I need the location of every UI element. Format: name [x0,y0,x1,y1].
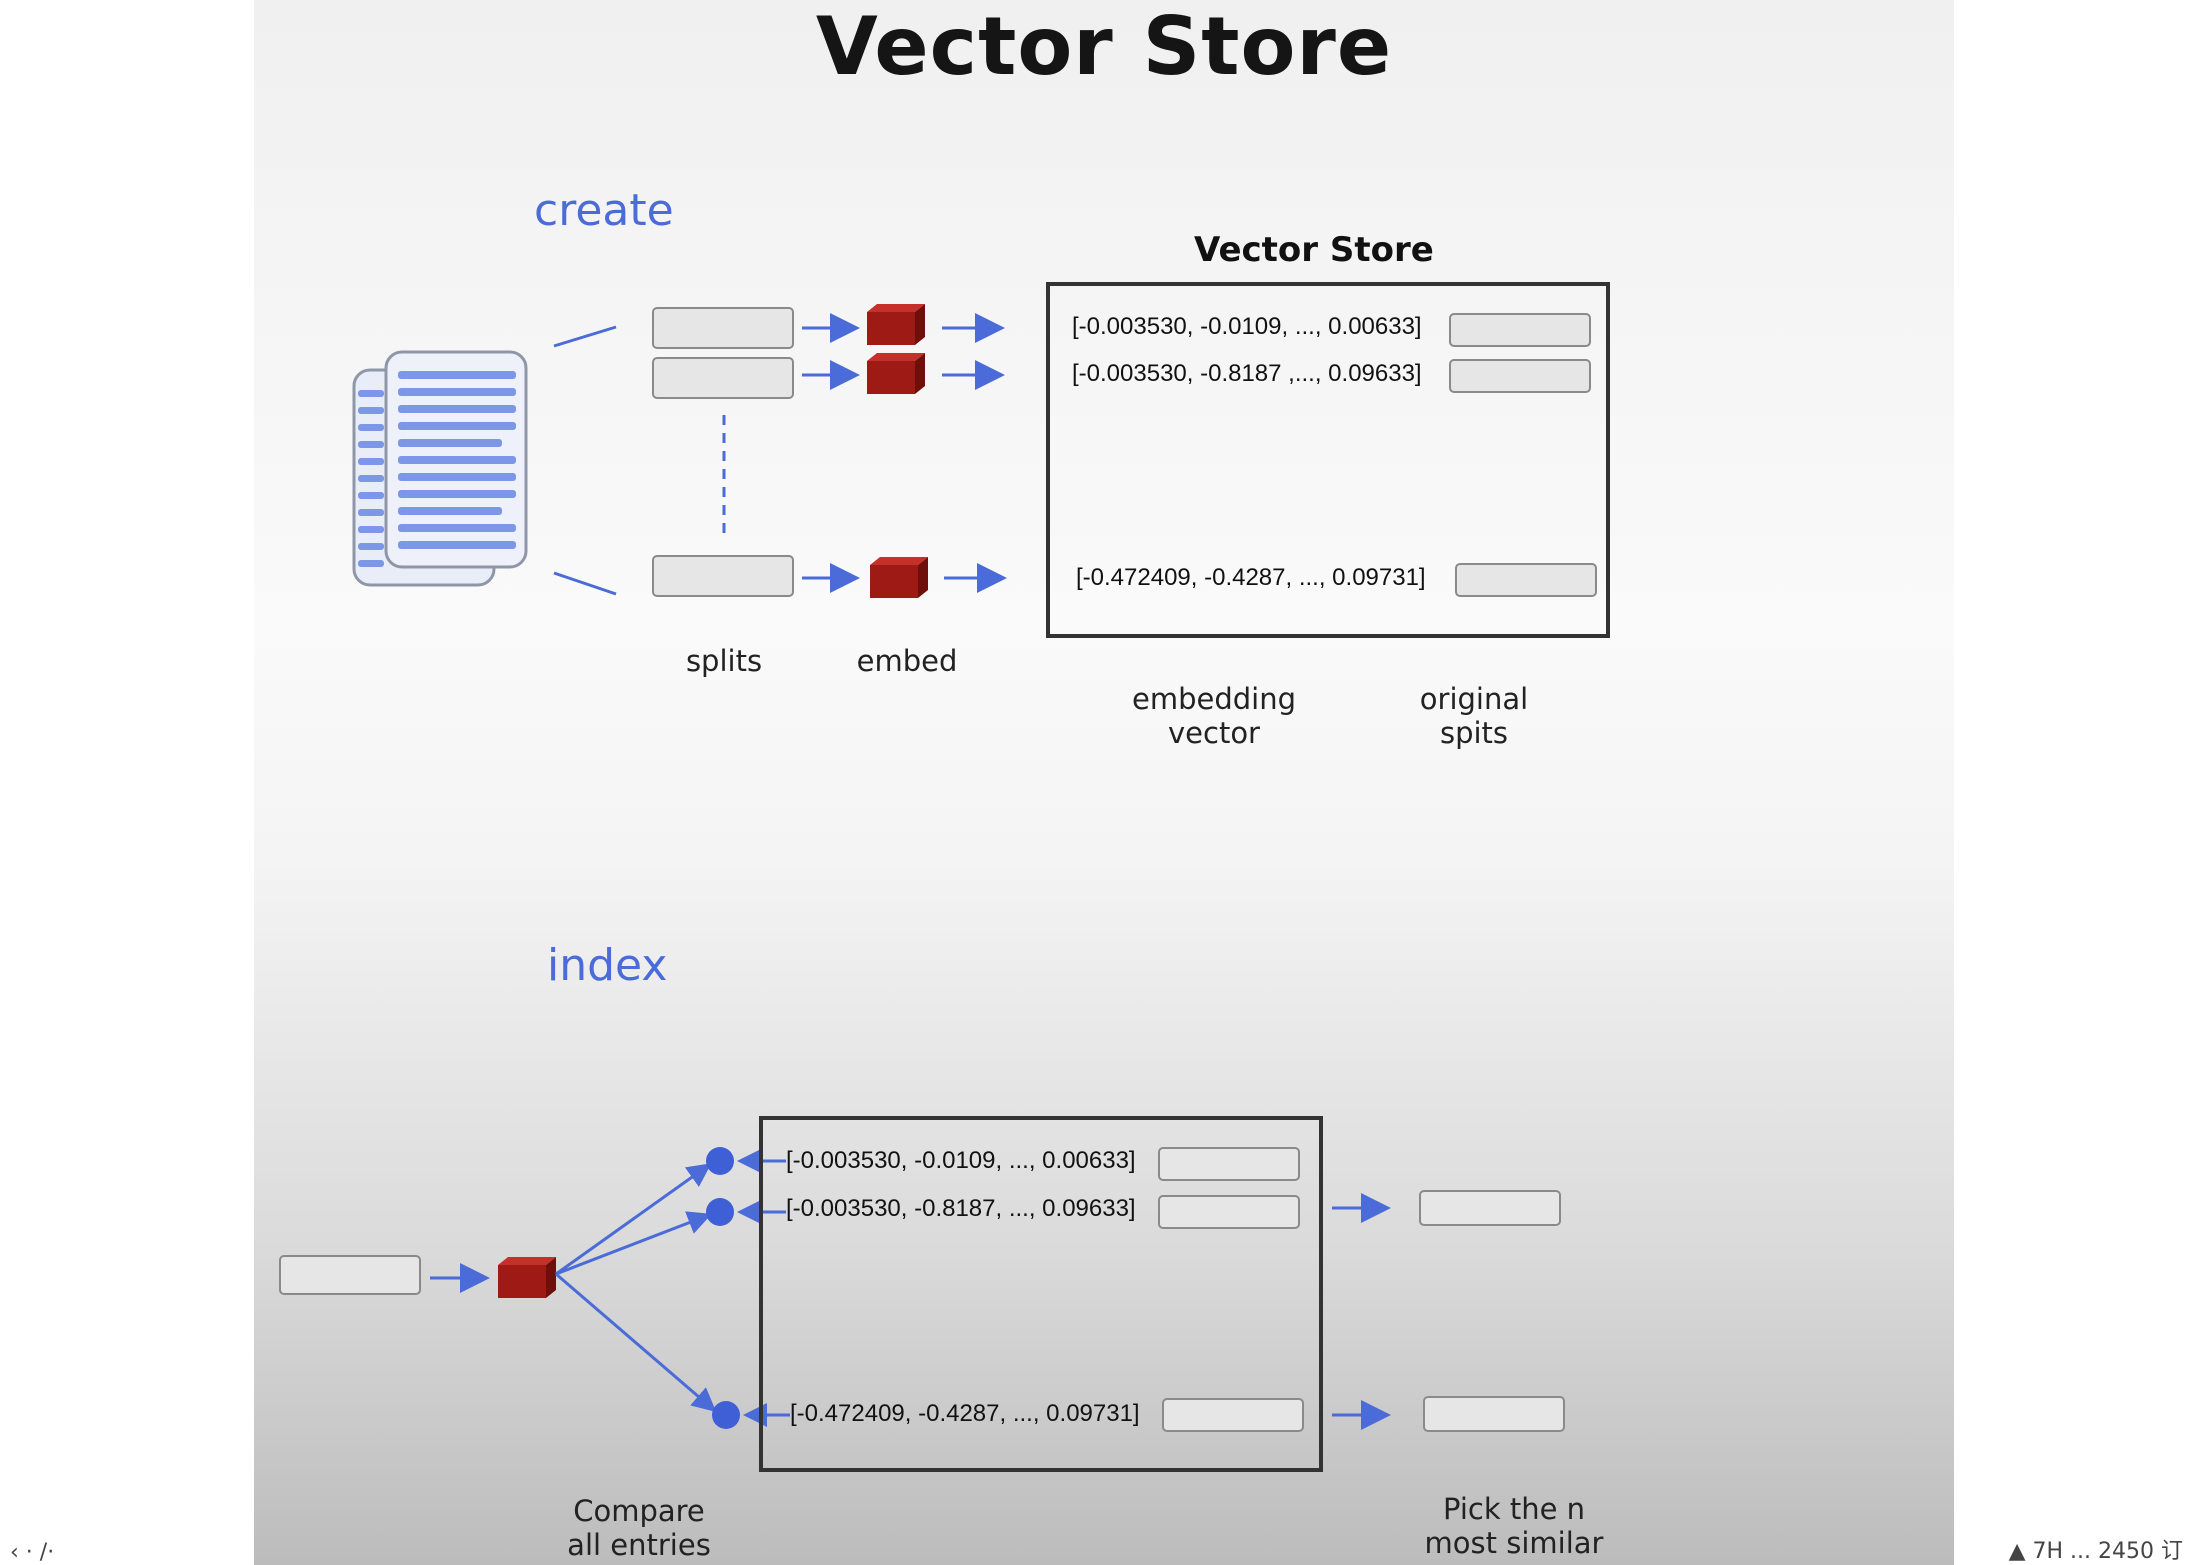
documents-icon [352,350,528,587]
original-splits-label: original spits [1384,682,1564,750]
footer-right-text: ▲ 7H ... 2450 订 [2008,1539,2183,1564]
indexed-split-slot [1162,1398,1304,1432]
embed-cube-icon [867,353,925,394]
slide-title: Vector Store [815,0,1393,93]
label-line: vector [1168,716,1260,750]
label-line: embedding [1131,682,1296,716]
label-line: most similar [1424,1526,1604,1560]
indexed-split-slot [1158,1147,1300,1181]
footer-left-text: ‹ · /· [10,1540,55,1565]
label-line: Pick the n [1442,1492,1586,1526]
embed-label: embed [856,644,958,678]
indexed-vector: [-0.003530, -0.0109, ..., 0.00633] [786,1147,1136,1174]
original-split-slot [1449,359,1591,393]
similarity-dot [706,1147,734,1175]
embedding-vector: [-0.003530, -0.0109, ..., 0.00633] [1072,313,1422,340]
indexed-vector: [-0.472409, -0.4287, ..., 0.09731] [790,1400,1140,1427]
indexed-split-slot [1158,1195,1300,1229]
embedding-vector-label: embedding vector [1104,682,1324,750]
result-slot [1419,1190,1561,1226]
embedding-vector: [-0.003530, -0.8187 ,..., 0.09633] [1072,360,1422,387]
result-slot [1423,1396,1565,1432]
label-line: Compare [573,1494,705,1528]
similarity-dot [712,1401,740,1429]
index-vector-store-box [759,1116,1323,1472]
split-chunk [652,307,794,349]
compare-label: Compare all entries [554,1494,724,1562]
query-slot [279,1255,421,1295]
slide: Vector Store create [254,0,1954,1565]
embedding-vector: [-0.472409, -0.4287, ..., 0.09731] [1076,564,1426,591]
create-diagram [352,304,1391,1430]
index-section-label: index [547,940,668,991]
pick-label: Pick the n most similar [1414,1492,1614,1560]
vector-store-title: Vector Store [1194,230,1434,270]
similarity-dot [706,1198,734,1226]
label-line: all entries [567,1528,711,1562]
embed-cube-icon [867,304,925,345]
embed-cube-icon [870,557,928,598]
label-line: original [1419,682,1529,716]
query-embed-cube-icon [498,1257,556,1298]
original-split-slot [1449,313,1591,347]
indexed-vector: [-0.003530, -0.8187, ..., 0.09633] [786,1195,1136,1222]
split-chunk [652,357,794,399]
create-section-label: create [534,185,674,236]
splits-label: splits [685,644,763,678]
original-split-slot [1455,563,1597,597]
label-line: spits [1439,716,1509,750]
split-chunk [652,555,794,597]
vector-store-box [1046,282,1610,638]
